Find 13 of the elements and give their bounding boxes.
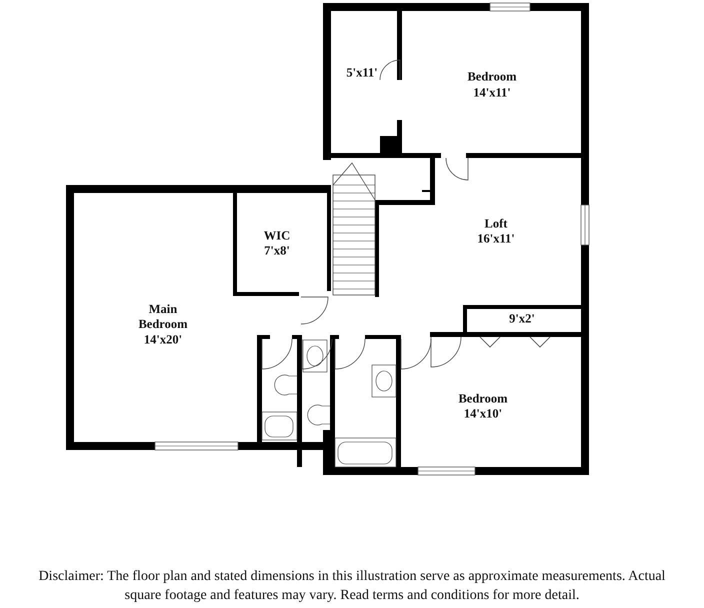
- room-dimension: 7'x8': [264, 244, 290, 258]
- room-dimension: 14'x20': [144, 332, 182, 348]
- room-dimension: 14'x11': [473, 86, 511, 100]
- room-name: Bedroom: [467, 70, 517, 84]
- room-dimension: 14'x10': [464, 406, 502, 422]
- room-dimension: 16'x11': [477, 232, 515, 246]
- room-name: Loft: [484, 216, 508, 232]
- room-name: Main Bedroom: [137, 302, 189, 332]
- disclaimer-text: Disclaimer: The floor plan and stated dimensions in this illustration serve as approximate measurements. Actual square footage and features may vary. Read terms and conditions for more detail.: [38, 568, 666, 605]
- room-dimension: 9'x2': [509, 312, 535, 326]
- room-dimension: 5'x11': [346, 66, 378, 80]
- room-name: Bedroom: [458, 392, 508, 406]
- room-name: WIC: [264, 228, 290, 244]
